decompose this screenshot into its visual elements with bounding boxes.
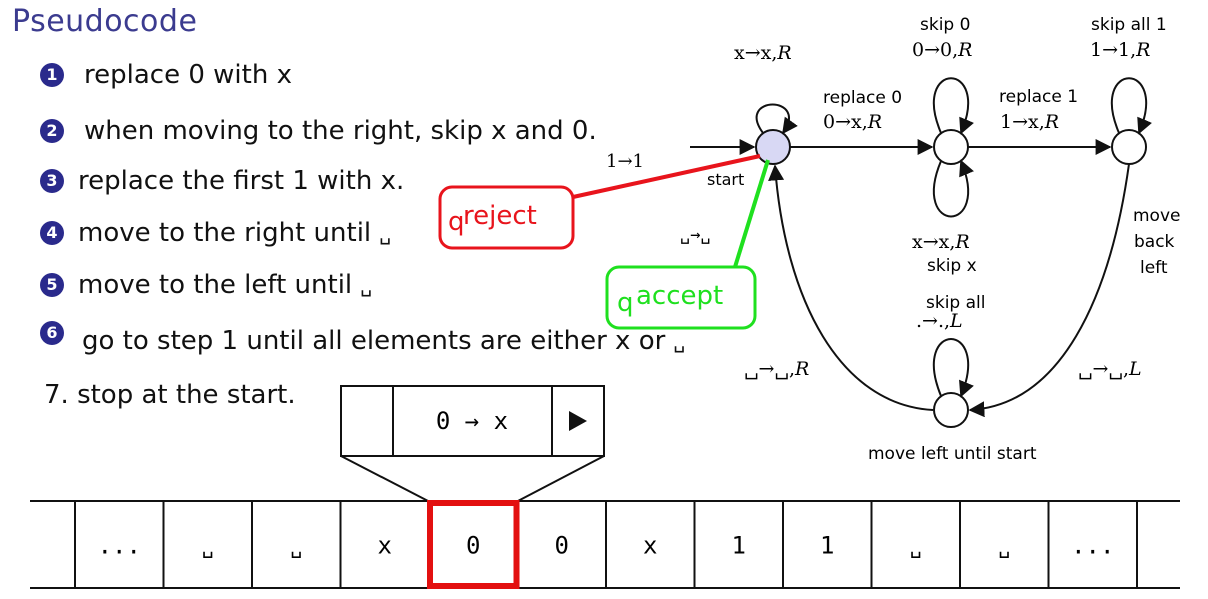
- skipall-loop: [932, 338, 974, 398]
- tape-cell-6: x: [643, 532, 657, 560]
- replace1-label: replace 1: [999, 87, 1078, 107]
- replace1-rule: 1→x,R: [1000, 111, 1059, 133]
- replace1-state: [1111, 129, 1147, 165]
- step-6: 6 go to step 1 until all elements are ei…: [40, 321, 686, 356]
- head-rule: 0 → x: [436, 407, 508, 435]
- page-title: Pseudocode: [12, 4, 198, 39]
- step-number-5-icon: 5: [40, 273, 64, 297]
- back-rule: ␣→␣,L: [1078, 358, 1142, 380]
- tape-cell-8: 1: [820, 532, 834, 560]
- start-loop-rule: x→x,R: [734, 42, 792, 64]
- skipall-label: skip all: [926, 293, 985, 313]
- step-3: 3 replace the first 1 with x.: [40, 166, 404, 196]
- tape-cell-2: ␣: [290, 535, 302, 559]
- step-number-6-icon: 6: [40, 321, 64, 345]
- step-4-text: move to the right until: [78, 218, 372, 248]
- step-7: 7. stop at the start.: [44, 380, 296, 410]
- step-number-1-icon: 1: [40, 63, 64, 87]
- return-rule: ␣→␣,R: [744, 358, 809, 380]
- q-accept-sup: accept: [636, 281, 723, 311]
- skipx-loop: [932, 159, 974, 218]
- q-reject-box: [438, 185, 575, 250]
- step-1: 1 replace 0 with x: [40, 60, 292, 90]
- move-back-left-arrow: [968, 163, 1130, 418]
- start-self-loop: [755, 103, 798, 135]
- step-2: 2 when moving to the right, skip x and 0…: [40, 116, 597, 146]
- step-3-text: replace the first 1 with x.: [78, 166, 405, 196]
- return-state: [933, 392, 969, 428]
- tape-cell-9: ␣: [910, 535, 922, 559]
- skip0-rule: 0→0,R: [912, 39, 972, 61]
- tape-cell-1: ␣: [202, 535, 214, 559]
- skipall-rule: .→.,L: [916, 310, 963, 332]
- replace0-rule: 0→x,R: [823, 111, 882, 133]
- q-accept-box: [605, 265, 757, 330]
- start-state: [755, 129, 791, 165]
- replace0-state: [933, 129, 969, 165]
- tape-cell-5: 0: [555, 532, 569, 560]
- blank-symbol: ␣: [379, 221, 392, 245]
- step-number-2-icon: 2: [40, 119, 64, 143]
- tape-head: [340, 385, 605, 457]
- step-number-3-icon: 3: [40, 169, 64, 193]
- step-5: 5 move to the left until ␣: [40, 270, 372, 300]
- tape-cell-10: ␣: [998, 535, 1010, 559]
- step-number-4-icon: 4: [40, 221, 64, 245]
- step-6-text: go to step 1 until all elements are eith…: [82, 326, 666, 356]
- move-back-left-3: left: [1140, 258, 1168, 278]
- tape-cell-3: x: [378, 532, 392, 560]
- skip0-label: skip 0: [920, 15, 970, 35]
- move-left-until-start-label: move left until start: [868, 444, 1037, 464]
- skipall1-label: skip all 1: [1091, 15, 1167, 35]
- tape: ... ␣ ␣ x 0 0 x 1 1 ␣ ␣...: [74, 500, 1138, 589]
- q-reject-q: q: [448, 207, 465, 237]
- in-arrow-label: 1→1: [606, 151, 644, 172]
- step-2-text: when moving to the right, skip x and 0.: [84, 116, 597, 146]
- step-5-text: move to the left until: [78, 270, 353, 300]
- blank-symbol: ␣: [360, 273, 373, 297]
- skipall1-rule: 1→1,R: [1090, 39, 1150, 61]
- tape-cell-4: 0: [466, 532, 480, 560]
- skip0-loop: [932, 77, 974, 135]
- tape-head-highlight: [427, 500, 520, 589]
- blank-transition-label: ␣→␣: [680, 225, 711, 245]
- accept-connector: [733, 159, 770, 268]
- q-accept-q: q: [617, 288, 634, 318]
- start-label: start: [707, 170, 744, 189]
- skipall1-loop: [1110, 77, 1152, 135]
- q-reject-sup: reject: [463, 201, 537, 231]
- play-icon: [569, 411, 587, 431]
- skipx-label: skip x: [927, 256, 977, 276]
- replace0-label: replace 0: [823, 88, 902, 108]
- tape-cell-11: ...: [1071, 532, 1114, 560]
- return-to-start-arrow: [768, 164, 934, 411]
- skipx-rule: x→x,R: [912, 231, 970, 253]
- move-back-left-1: move: [1133, 206, 1180, 226]
- tape-cell-7: 1: [732, 532, 746, 560]
- step-1-text: replace 0 with x: [84, 60, 292, 90]
- move-back-left-2: back: [1134, 232, 1175, 252]
- tape-cell-0: ...: [98, 532, 141, 560]
- reject-connector: [572, 154, 761, 199]
- step-4: 4 move to the right until ␣: [40, 218, 391, 248]
- blank-symbol: ␣: [673, 329, 686, 353]
